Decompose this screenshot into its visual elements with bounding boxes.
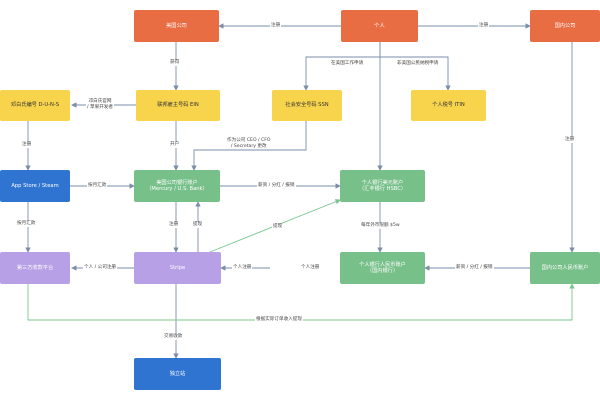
node-personal-us-account: 个人银行美元账户 （汇丰银行 HSBC） bbox=[340, 170, 425, 202]
node-stripe: Stripe bbox=[134, 252, 221, 284]
label-register-us: 注册 bbox=[270, 23, 282, 29]
node-duns: 邓白氏编号 D-U-N-S bbox=[0, 90, 70, 121]
node-us-company: 美国公司 bbox=[134, 10, 219, 42]
node-third-party: 第三方收款平台 bbox=[0, 252, 70, 284]
label-withdraw-stripe: 提现 bbox=[192, 222, 204, 228]
node-ein: 联邦雇主号码 EIN bbox=[136, 90, 220, 121]
label-salary-dividend: 薪资 / 分红 / 报销 bbox=[257, 183, 296, 189]
label-register-right: 注册 bbox=[564, 137, 576, 143]
node-ssn: 社会安全号码 SSN bbox=[272, 90, 342, 121]
edge-ssn-us-account bbox=[191, 121, 307, 171]
label-actual-orders: 根据实际订单收入提现 bbox=[255, 317, 303, 323]
label-register-left: 注册 bbox=[21, 142, 33, 148]
label-obtain: 获得 bbox=[169, 60, 181, 66]
node-personal-cny-account: 个人银行人民币账户 （国内银行） bbox=[340, 252, 425, 284]
node-us-company-account: 美国公司银行账户 （Mercury / U.S. Bank） bbox=[134, 170, 220, 202]
label-personal-company-register: 个人 / 公司注册 bbox=[83, 265, 118, 271]
node-app-store: App Store / Steam bbox=[0, 170, 70, 202]
label-personal-register-cny: 个人注册 bbox=[300, 265, 321, 271]
label-salary-dividend-2: 薪资 / 分红 / 报销 bbox=[455, 265, 494, 271]
label-open-account: 开户 bbox=[169, 142, 181, 148]
node-domestic-company: 国内公司 bbox=[530, 10, 600, 42]
node-itin: 个人税号 ITIN bbox=[411, 90, 486, 121]
node-domestic-cny-account: 国内公司人民币账户 bbox=[530, 252, 600, 284]
edge-individual-itin bbox=[380, 56, 451, 91]
label-withdraw-diag: 提现 bbox=[272, 224, 284, 230]
label-annual-quota: 每年外币限额 $5w bbox=[360, 223, 401, 229]
label-us-work-apply: 在美国工作申请 bbox=[330, 61, 365, 67]
label-personal-register-stripe: 个人注册 bbox=[232, 265, 253, 271]
node-independent-site: 独立站 bbox=[134, 358, 221, 390]
node-individual: 个人 bbox=[341, 10, 418, 42]
label-non-us-tax-apply: 非美国公民纳税申请 bbox=[396, 61, 440, 67]
label-remit-left: 按月汇款 bbox=[16, 221, 37, 227]
label-register-stripe: 注册 bbox=[168, 222, 180, 228]
label-duns-apply: 邓白氏官网 / 苹果开发者 bbox=[86, 99, 114, 111]
label-monthly-remit: 按月汇款 bbox=[87, 183, 108, 189]
label-trade-collect: 交易收款 bbox=[163, 334, 184, 340]
edge-bottom-band bbox=[27, 283, 575, 321]
label-ceo-change: 作为公司 CEO / CFO / Secretary 更改 bbox=[226, 138, 272, 150]
label-register-domestic: 注册 bbox=[478, 23, 490, 29]
